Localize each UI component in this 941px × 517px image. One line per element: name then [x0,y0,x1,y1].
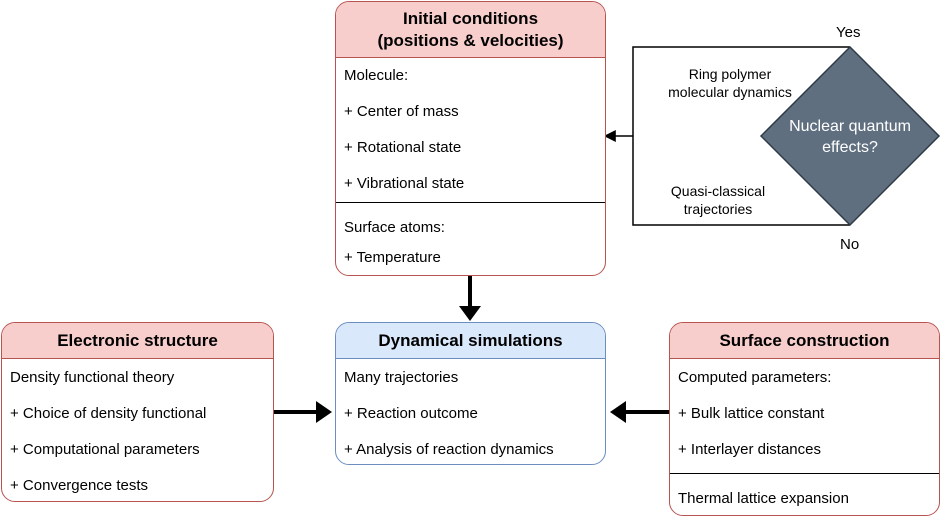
surface-construction-box: Surface construction Computed parameters… [669,322,940,516]
quasi-classical-label-line2: trajectories [683,201,753,217]
electronic-item-functional: + Choice of density functional [10,405,207,422]
quasi-classical-label-line1: Quasi-classical [670,183,766,199]
ring-polymer-label: Ring polymer molecular dynamics [662,65,798,101]
electronic-item-parameters: + Computational parameters [10,441,200,458]
surface-item-bulk-lattice: + Bulk lattice constant [678,405,825,422]
molecule-item-rotational-state: + Rotational state [344,139,462,156]
dynamical-item-analysis: + Analysis of reaction dynamics [344,441,554,458]
dynamical-item-outcome: + Reaction outcome [344,405,478,422]
decision-question-line1: Nuclear quantum [789,118,911,135]
dynamical-item-trajectories: Many trajectories [344,369,459,386]
initial-conditions-divider [336,202,605,203]
yes-label: Yes [836,24,861,41]
molecule-label: Molecule: [344,67,409,84]
decision-question: Nuclear quantum effects? [780,116,920,158]
surface-construction-title: Surface construction [719,330,890,350]
decision-question-line2: effects? [822,139,878,156]
electronic-item-convergence: + Convergence tests [10,477,148,494]
molecule-item-center-of-mass: + Center of mass [344,103,459,120]
surface-item-computed: Computed parameters: [678,369,832,386]
surface-item-interlayer: + Interlayer distances [678,441,821,458]
quasi-classical-label: Quasi-classical trajectories [650,182,786,218]
dynamical-simulations-header: Dynamical simulations [336,323,605,359]
initial-conditions-title-line1: Initial conditions [402,8,539,28]
initial-conditions-header: Initial conditions (positions & velociti… [336,2,605,58]
electronic-item-dft: Density functional theory [10,369,175,386]
dynamical-simulations-box: Dynamical simulations Many trajectories … [335,322,606,465]
surface-construction-header: Surface construction [670,323,939,359]
initial-conditions-box: Initial conditions (positions & velociti… [335,1,606,276]
surface-construction-divider [670,473,939,474]
electronic-structure-title: Electronic structure [57,330,218,350]
dynamical-simulations-title: Dynamical simulations [378,330,563,350]
ring-polymer-label-line1: Ring polymer [688,66,772,82]
surface-item-thermal-expansion: Thermal lattice expansion [678,490,849,507]
decision-diamond [759,45,941,227]
electronic-structure-box: Electronic structure Density functional … [1,322,274,502]
initial-conditions-title-line2: (positions & velocities) [377,30,564,50]
surface-atoms-label: Surface atoms: [344,219,445,236]
electronic-structure-header: Electronic structure [2,323,273,359]
no-label: No [840,236,860,253]
surface-item-temperature: + Temperature [344,249,441,266]
molecule-item-vibrational-state: + Vibrational state [344,175,465,192]
ring-polymer-label-line2: molecular dynamics [668,84,792,100]
